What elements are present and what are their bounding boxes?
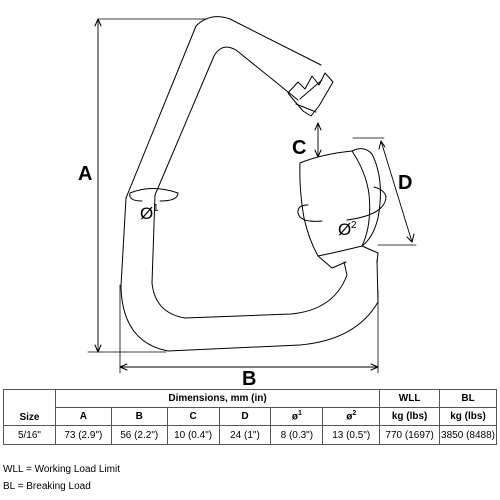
dim-c-label: C xyxy=(292,137,306,159)
col-c-header: C xyxy=(166,407,220,426)
cell-b: 56 (2.2") xyxy=(110,425,168,445)
phi2-ring xyxy=(297,186,387,222)
quick-link-diagram: A B C D Ø 1 Ø 2 xyxy=(78,16,417,385)
table-row: 5/16" 73 (2.9") 56 (2.2") 10 (0.4") 24 (… xyxy=(3,425,497,445)
col-d-header: D xyxy=(218,407,272,426)
col-b-header: B xyxy=(110,407,168,426)
phi1-ring xyxy=(129,188,179,202)
cell-phi2: 13 (0.5") xyxy=(322,425,381,445)
svg-text:1: 1 xyxy=(153,203,159,214)
phi1-label: Ø 1 xyxy=(140,203,159,223)
dimensions-group-header: Dimensions, mm (in) xyxy=(54,389,381,408)
legend-wll: WLL = Working Load Limit xyxy=(3,464,120,475)
link-inner-outline xyxy=(151,46,348,319)
wll-unit-header: kg (lbs) xyxy=(379,407,441,426)
cell-d: 24 (1") xyxy=(218,425,272,445)
screw-sleeve xyxy=(299,150,371,257)
phi2-label: Ø 2 xyxy=(338,220,357,239)
legend-bl: BL = Breaking Load xyxy=(3,481,91,492)
col-a-header: A xyxy=(54,407,112,426)
cell-a: 73 (2.9") xyxy=(54,425,112,445)
cell-c: 10 (0.4") xyxy=(166,425,220,445)
bl-unit-header: kg (lbs) xyxy=(439,407,497,426)
wll-header: WLL xyxy=(379,389,441,408)
dim-d-label: D xyxy=(398,172,412,194)
link-outer-outline xyxy=(120,16,379,352)
svg-text:Ø: Ø xyxy=(140,204,153,223)
dim-b-label: B xyxy=(242,368,256,385)
svg-text:Ø: Ø xyxy=(338,220,351,239)
bl-header: BL xyxy=(439,389,497,408)
col-phi2-header: ø2 xyxy=(322,407,381,426)
dim-d-line xyxy=(380,140,413,243)
cell-size: 5/16" xyxy=(3,425,56,445)
col-phi1-header: ø1 xyxy=(270,407,324,426)
dim-a-label: A xyxy=(78,163,92,185)
cell-bl: 3850 (8488) xyxy=(439,425,497,445)
thread-tip xyxy=(287,72,334,117)
svg-text:2: 2 xyxy=(351,220,357,231)
size-header: Size xyxy=(3,389,56,426)
spec-table: Size Dimensions, mm (in) WLL BL A B C D … xyxy=(3,389,497,445)
cell-phi1: 8 (0.3") xyxy=(270,425,324,445)
cell-wll: 770 (1697) xyxy=(379,425,441,445)
